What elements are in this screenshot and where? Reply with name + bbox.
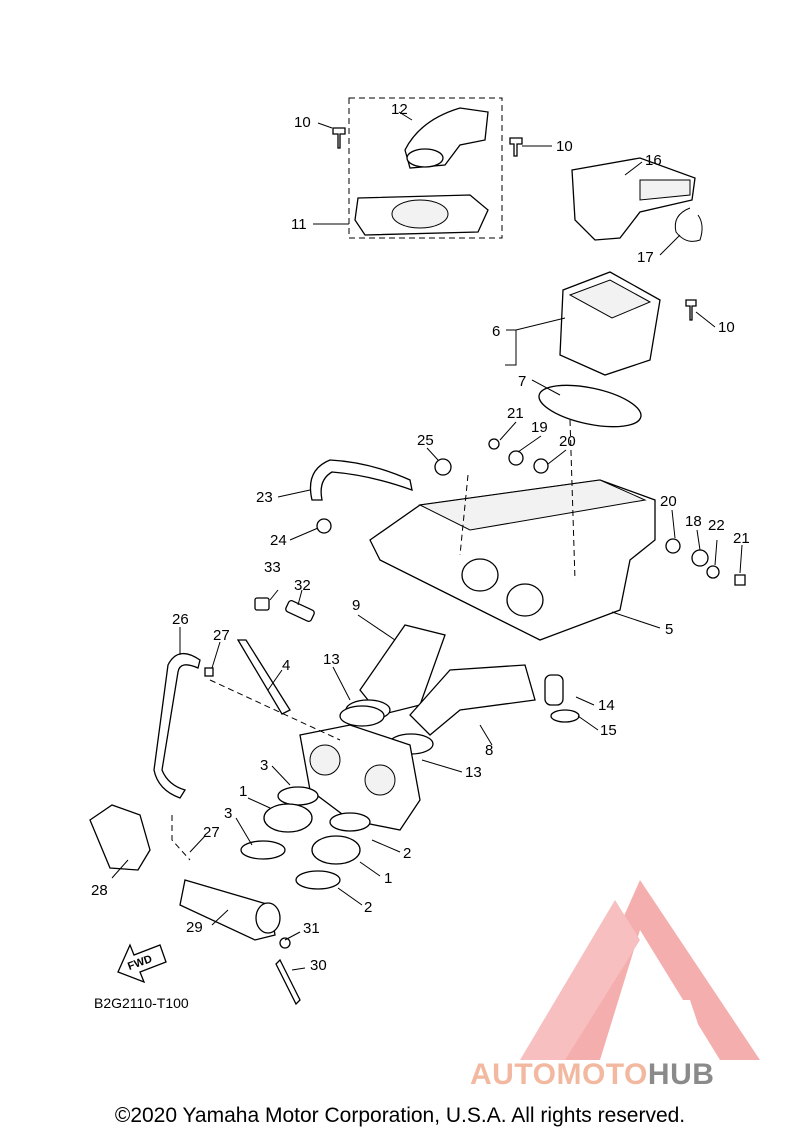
callout-24: 24: [270, 532, 287, 549]
callout-2-lower: 2: [364, 899, 372, 916]
watermark-part2: HUB: [647, 1058, 715, 1091]
callout-13-bottom: 13: [465, 764, 482, 781]
callout-1-left: 1: [239, 783, 247, 800]
callout-20-right: 20: [660, 493, 677, 510]
callout-29: 29: [186, 919, 203, 936]
callout-7: 7: [518, 373, 526, 390]
callout-16: 16: [645, 152, 662, 169]
callout-32: 32: [294, 577, 311, 594]
callout-28: 28: [91, 882, 108, 899]
callout-30: 30: [310, 957, 327, 974]
callout-9: 9: [352, 597, 360, 614]
callout-15: 15: [600, 722, 617, 739]
callout-8: 8: [485, 742, 493, 759]
breather-hose-group: [309, 458, 452, 534]
callout-10-top-right: 10: [556, 138, 573, 155]
callout-25: 25: [417, 432, 434, 449]
intake-duct-group: [538, 271, 697, 428]
callout-14: 14: [598, 697, 615, 714]
callout-26: 26: [172, 611, 189, 628]
callout-labels: 10 12 10 16 11 17 10 6 7 21 19 20 25 23 …: [91, 101, 750, 974]
leader-lines: [111, 111, 743, 971]
callout-11: 11: [291, 216, 307, 233]
callout-5: 5: [665, 621, 673, 638]
callout-21-left: 21: [507, 405, 524, 422]
watermark-text: AUTOMOTOHUB: [470, 1058, 714, 1092]
diagram-code: B2G2110-T100: [94, 995, 189, 1011]
callout-31: 31: [303, 920, 320, 937]
callout-6: 6: [492, 323, 500, 340]
fwd-arrow: FWD: [117, 943, 167, 984]
callout-27-top: 27: [213, 627, 230, 644]
copyright-footer: ©2020 Yamaha Motor Corporation, U.S.A. A…: [114, 1104, 686, 1127]
callout-10-duct: 10: [718, 319, 735, 336]
callout-22: 22: [708, 517, 725, 534]
callout-27-bottom: 27: [203, 824, 220, 841]
callout-4: 4: [282, 657, 290, 674]
watermark-part1: AUTOMOTO: [470, 1058, 648, 1091]
callout-19: 19: [531, 419, 548, 436]
throttle-housing-group: [332, 97, 523, 239]
callout-3-lower: 3: [224, 805, 232, 822]
callout-18: 18: [685, 513, 702, 530]
cover-and-clip-group: [571, 157, 703, 242]
callout-21-right: 21: [733, 530, 750, 547]
callout-3-upper: 3: [260, 757, 268, 774]
callout-2-upper: 2: [403, 845, 411, 862]
callout-12: 12: [391, 101, 408, 118]
callout-20-left: 20: [559, 433, 576, 450]
callout-23: 23: [256, 489, 273, 506]
lower-hoses-group: [153, 597, 315, 799]
air-box-group: [369, 438, 746, 723]
automotohub-logo: [520, 880, 760, 1060]
callout-13-top: 13: [323, 651, 340, 668]
canister-group: [89, 804, 301, 1006]
callout-10-top-left: 10: [294, 114, 311, 131]
callout-17: 17: [637, 249, 654, 266]
throttle-body-group: [240, 724, 421, 890]
callout-1-right: 1: [384, 870, 392, 887]
callout-33: 33: [264, 559, 281, 576]
